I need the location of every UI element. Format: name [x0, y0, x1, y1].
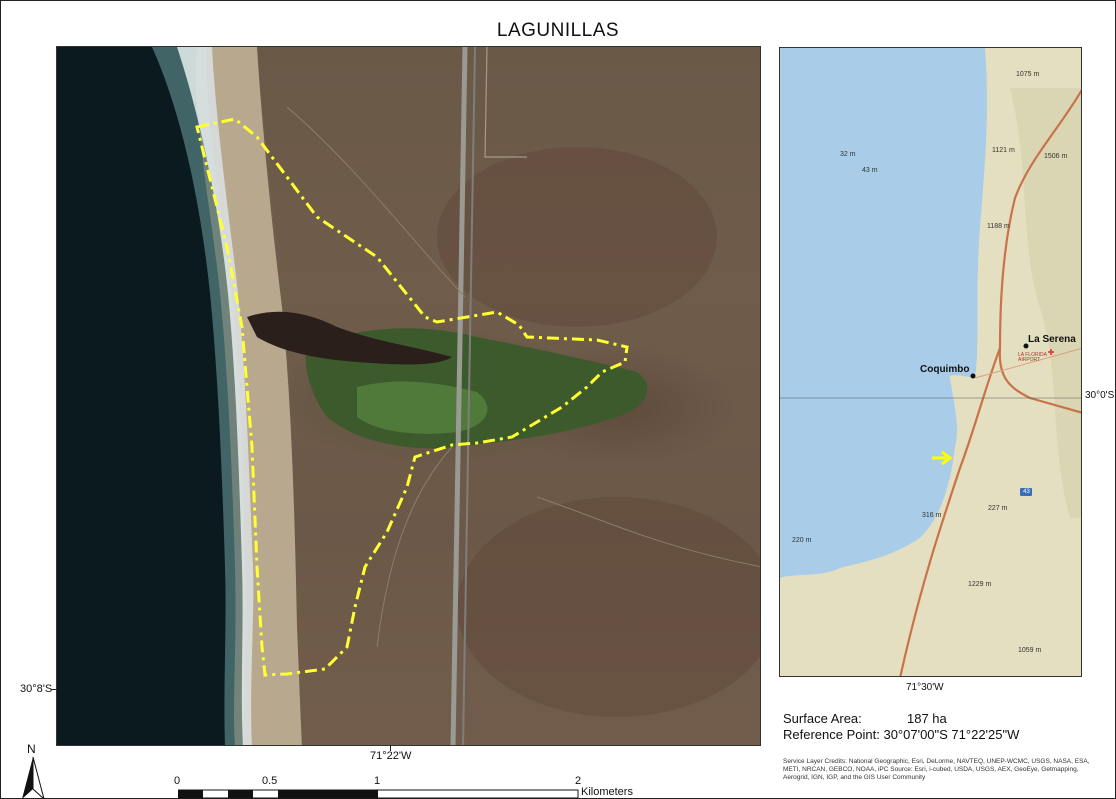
elevation-label: 1121 m [992, 147, 1015, 154]
inset-location-map[interactable]: 1075 m 32 m 43 m 1121 m 1506 m 1188 m 22… [779, 47, 1082, 677]
satellite-map[interactable] [56, 46, 761, 746]
satellite-imagery [57, 47, 760, 745]
elevation-label: 227 m [988, 505, 1008, 512]
scale-tick-label: 0.5 [262, 775, 278, 787]
surface-area-label: Surface Area: [783, 711, 862, 726]
surface-area-row: Surface Area: 187 ha [783, 711, 1019, 727]
north-arrow: N [20, 742, 46, 799]
site-info: Surface Area: 187 ha Reference Point: 30°… [783, 711, 1019, 743]
elevation-label: 316 m [922, 512, 942, 519]
route-shield-label: 43 [1023, 489, 1030, 495]
elevation-label: 1229 m [968, 581, 992, 588]
scale-tick-label: 0 [174, 775, 181, 787]
longitude-tick [390, 745, 391, 751]
reference-point-row: Reference Point: 30°07'00"S 71°22'25"W [783, 727, 1019, 743]
longitude-label: 71°22'W [370, 750, 412, 762]
reference-point-label: Reference Point: [783, 727, 880, 742]
place-la-serena: La Serena [1028, 334, 1076, 345]
scale-bar-graphic [178, 789, 579, 799]
latitude-label: 30°8'S [20, 683, 53, 695]
scale-tick-label: 1 [374, 775, 381, 787]
map-credits: Service Layer Credits: National Geograph… [783, 758, 1090, 781]
elevation-label: 1075 m [1016, 71, 1040, 78]
map-title: LAGUNILLAS [496, 20, 620, 41]
inset-map-graphic [780, 48, 1081, 676]
wetland-boundary [195, 117, 629, 677]
elevation-label: 1188 m [987, 223, 1010, 230]
inset-latitude-label: 30°0'S [1085, 390, 1115, 401]
north-arrow-icon [22, 757, 45, 799]
elevation-label: 43 m [862, 167, 878, 174]
elevation-label: 1506 m [1044, 153, 1068, 160]
latitude-tick [51, 689, 57, 690]
scale-tick-label: 2 [575, 775, 582, 787]
north-label: N [27, 742, 36, 756]
elevation-label: 32 m [840, 151, 856, 158]
surface-area-value: 187 ha [907, 711, 947, 726]
scale-bar: 0 0.5 1 2 Kilometers [170, 775, 633, 799]
scale-units: Kilometers [581, 786, 633, 798]
elevation-label: 220 m [792, 537, 812, 544]
place-coquimbo: Coquimbo [920, 364, 970, 375]
elevation-label: 1059 m [1018, 647, 1042, 654]
inset-longitude-label: 71°30'W [906, 682, 944, 693]
place-airport: LA FLORIDA AIRPORT [1018, 352, 1047, 363]
reference-point-value: 30°07'00"S 71°22'25"W [883, 727, 1020, 742]
